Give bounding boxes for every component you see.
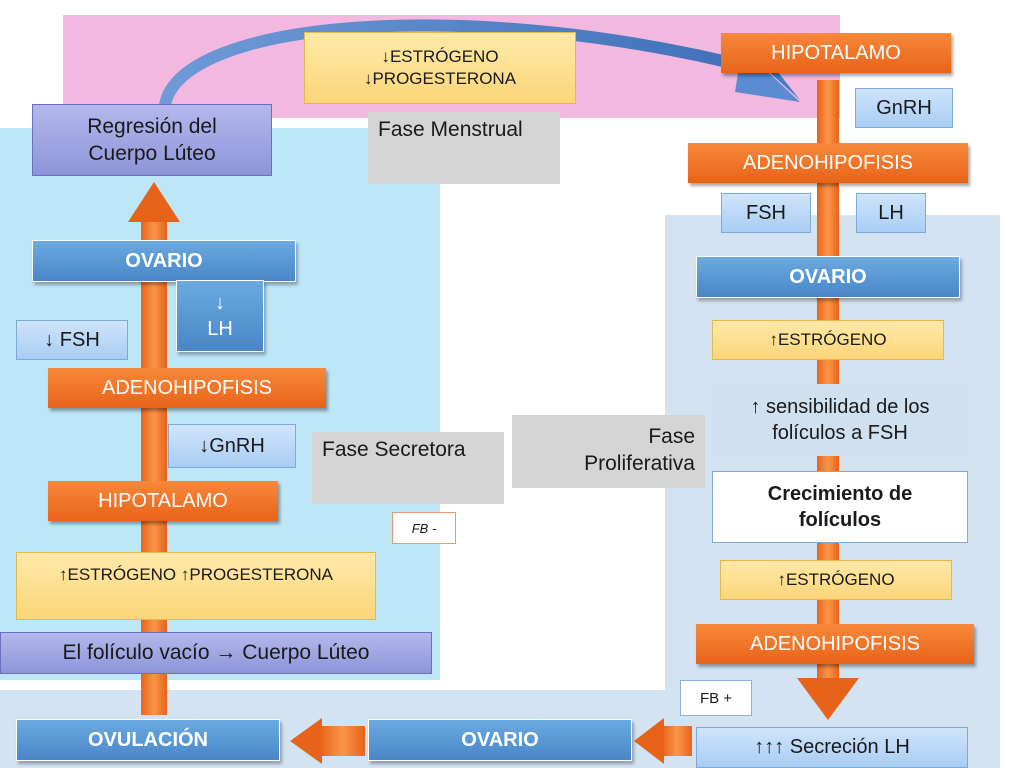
- proliferative-line-2: Proliferativa: [584, 452, 695, 476]
- lh-down-label: LH: [207, 318, 233, 340]
- right-ovary-box: OVARIO: [696, 256, 960, 298]
- proliferative-phase-label: Fase Proliferativa: [512, 415, 705, 488]
- ovulation-box: OVULACIÓN: [16, 719, 280, 761]
- positive-feedback-box: FB +: [680, 680, 752, 716]
- bottom-ovary-box: OVARIO: [368, 719, 632, 761]
- left-ovary-box: OVARIO: [32, 240, 296, 282]
- hormones-up-box: ↑ESTRÓGENO ↑PROGESTERONA: [16, 552, 376, 620]
- right-estrogen-up-box-1: ↑ESTRÓGENO: [712, 320, 944, 360]
- hormones-down-box: ↓ESTRÓGENO ↓PROGESTERONA: [304, 32, 576, 104]
- left-adenohypophysis-box: ADENOHIPOFISIS: [48, 368, 326, 408]
- negative-feedback-box: FB -: [392, 512, 456, 544]
- bottom-arrow-2-shaft: [662, 726, 692, 756]
- proliferative-line-1: Fase: [648, 425, 695, 448]
- progesterone-down-label: ↓PROGESTERONA: [363, 69, 517, 88]
- estrogen-down-label: ↓ESTRÓGENO: [381, 46, 499, 66]
- lh-down-arrow: ↓: [215, 292, 225, 314]
- lh-secretion-box: ↑↑↑ Secreción LH: [696, 727, 968, 768]
- left-orange-arrowhead: [128, 182, 180, 222]
- curved-blue-arrow: [159, 19, 762, 107]
- follicle-growth-box: Crecimiento de folículos: [712, 471, 968, 543]
- regression-line-1: Regresión del: [87, 114, 217, 138]
- bottom-arrow-1-head: [290, 718, 322, 764]
- right-fsh-box: FSH: [721, 193, 811, 233]
- right-hypothalamus-box: HIPOTALAMO: [721, 33, 951, 73]
- left-lh-down-box: ↓ LH: [176, 280, 264, 352]
- right-lh-box: LH: [856, 193, 926, 233]
- bottom-arrow-2-head: [634, 718, 664, 764]
- growth-line-1: Crecimiento de: [767, 483, 913, 505]
- estrogen-progesterone-up-label: ↑ESTRÓGENO ↑PROGESTERONA: [59, 565, 333, 584]
- secretory-phase-label: Fase Secretora: [312, 432, 504, 504]
- sensitivity-line-1: ↑ sensibilidad de los: [750, 396, 930, 418]
- right-orange-arrowhead: [797, 678, 859, 720]
- right-adenohypophysis-box: ADENOHIPOFISIS: [688, 143, 968, 183]
- right-adenohypophysis-box-2: ADENOHIPOFISIS: [696, 624, 974, 664]
- right-gnrh-box: GnRH: [855, 88, 953, 128]
- bottom-arrow-1-shaft: [320, 726, 365, 756]
- menstrual-phase-label: Fase Menstrual: [368, 112, 560, 184]
- growth-line-2: folículos: [798, 509, 882, 531]
- corpus-luteum-regression-box: Regresión del Cuerpo Lúteo: [32, 104, 272, 176]
- left-fsh-down-box: ↓ FSH: [16, 320, 128, 360]
- empty-follicle-box: El folículo vacío → Cuerpo Lúteo: [0, 632, 432, 674]
- regression-line-2: Cuerpo Lúteo: [88, 142, 216, 165]
- left-gnrh-down-box: ↓GnRH: [168, 424, 296, 468]
- left-hypothalamus-box: HIPOTALAMO: [48, 481, 278, 521]
- sensitivity-line-2: folículos a FSH: [772, 422, 908, 444]
- right-estrogen-up-box-2: ↑ESTRÓGENO: [720, 560, 952, 600]
- follicle-sensitivity-box: ↑ sensibilidad de los folículos a FSH: [712, 384, 968, 456]
